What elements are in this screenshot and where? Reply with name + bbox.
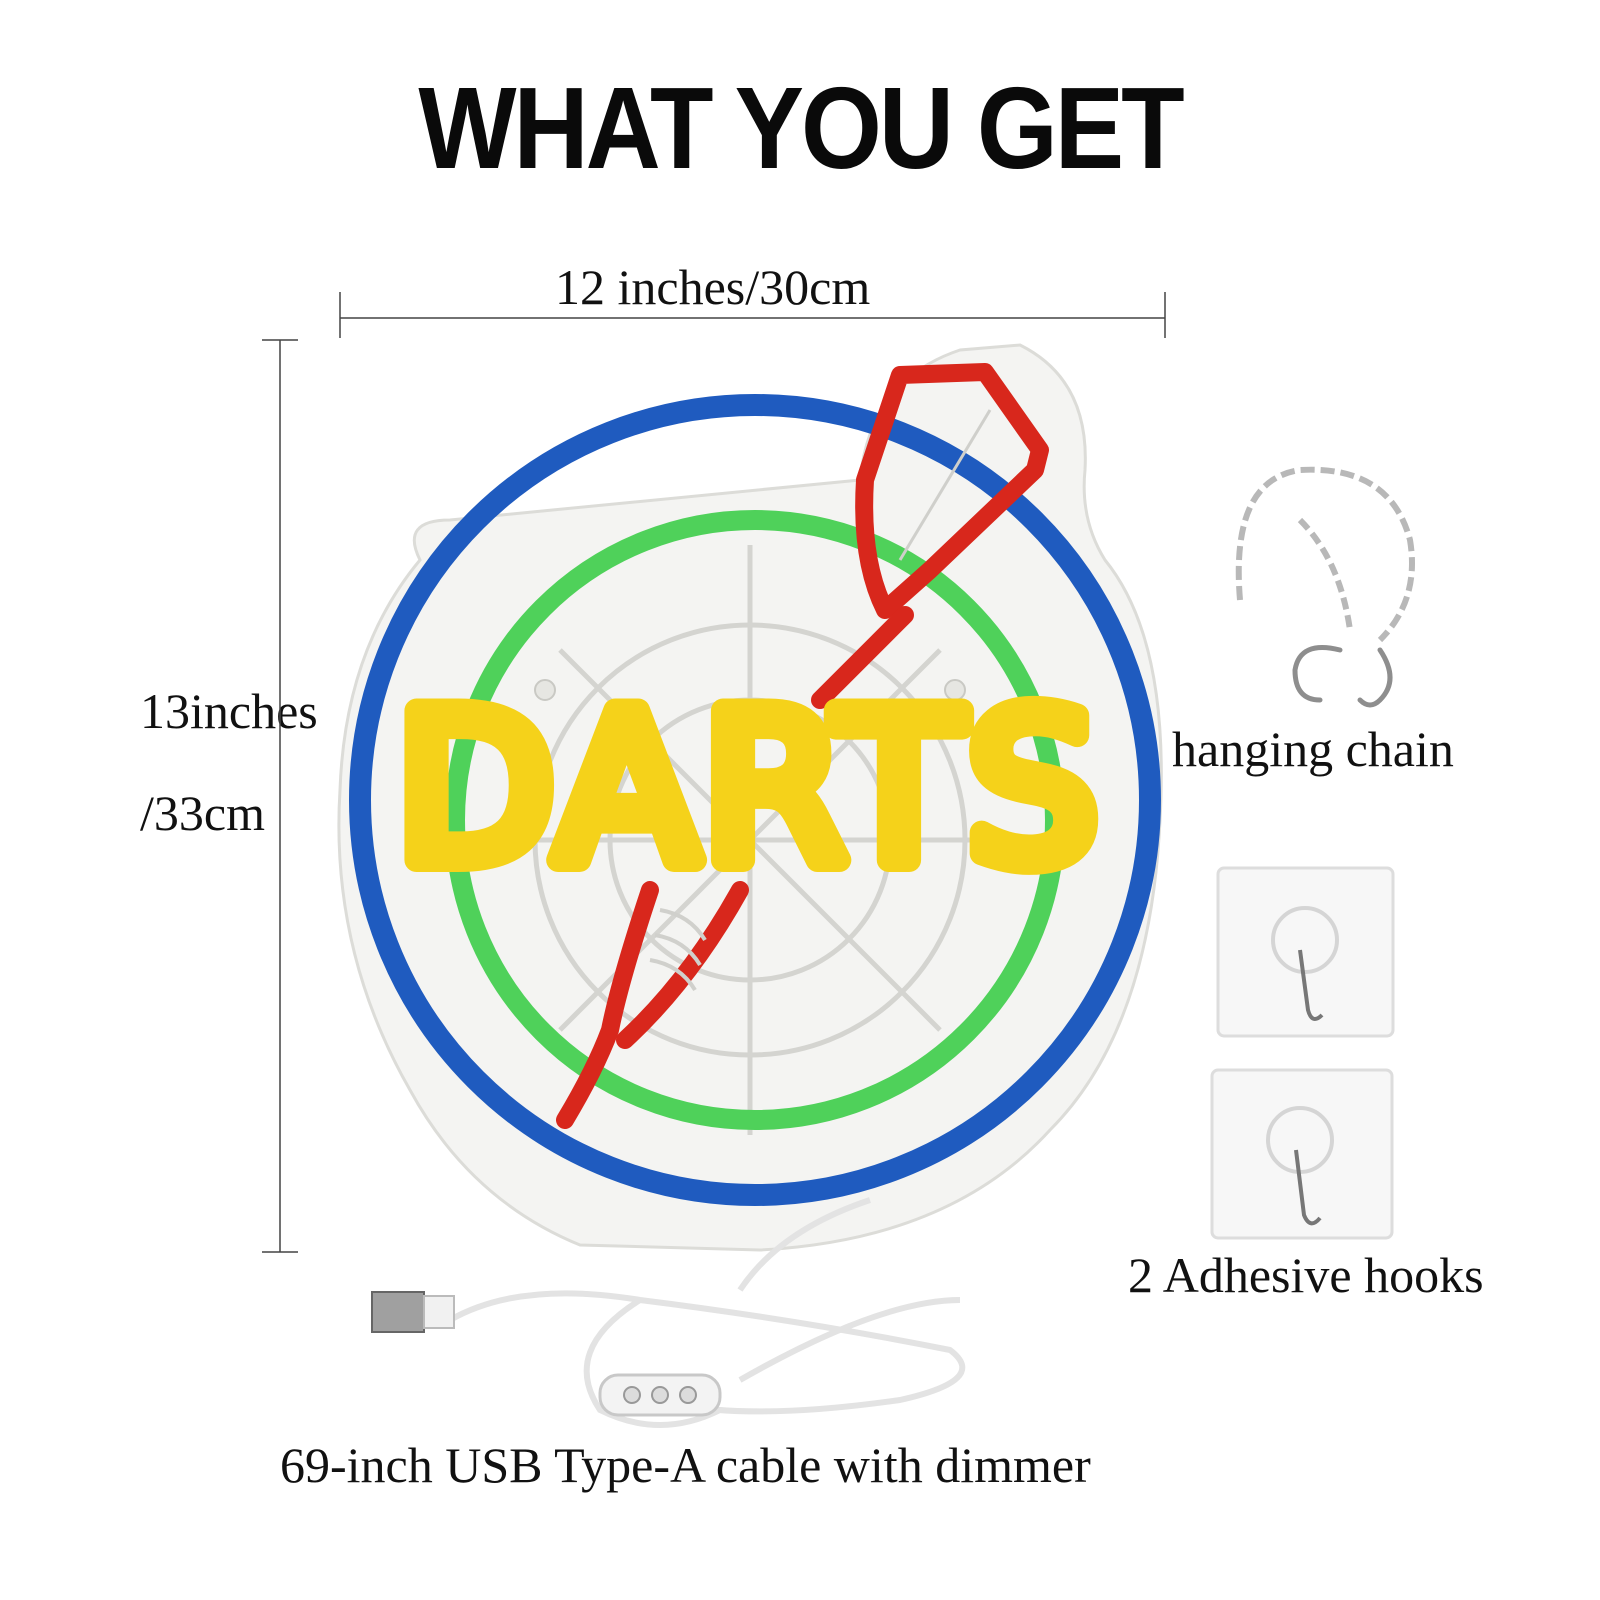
usb-cable-label: 69-inch USB Type-A cable with dimmer	[280, 1437, 1091, 1493]
height-dimension-line	[262, 339, 298, 1253]
adhesive-hook	[1210, 1068, 1394, 1240]
mount-hole	[534, 679, 556, 701]
inner-neon-ring	[445, 510, 1065, 1130]
dart-tail	[556, 881, 749, 1129]
usb-cable	[448, 1197, 966, 1428]
adhesive-hooks-label: 2 Adhesive hooks	[1128, 1247, 1484, 1303]
usb-plug-icon	[371, 1291, 455, 1333]
dart-tail-wires	[649, 908, 707, 992]
s-hook-icon	[1292, 645, 1393, 708]
outer-neon-ring	[349, 394, 1161, 1206]
width-dimension-line	[339, 292, 1166, 338]
dart-shaft-wire	[898, 409, 992, 561]
height-dimension-label-cm: /33cm	[140, 785, 265, 841]
hanging-chain	[1235, 466, 1415, 643]
height-dimension-label-inches: 13inches	[140, 683, 318, 739]
hanging-chain-label: hanging chain	[1172, 721, 1454, 777]
mount-hole	[944, 679, 966, 701]
dimmer-switch-icon	[598, 1373, 722, 1417]
dart-flight	[811, 363, 1049, 709]
width-dimension-label: 12 inches/30cm	[555, 259, 871, 315]
adhesive-hook	[1216, 866, 1395, 1038]
neon-sign-text: DARTS	[396, 671, 1103, 909]
page-title: WHAT YOU GET	[418, 63, 1184, 194]
